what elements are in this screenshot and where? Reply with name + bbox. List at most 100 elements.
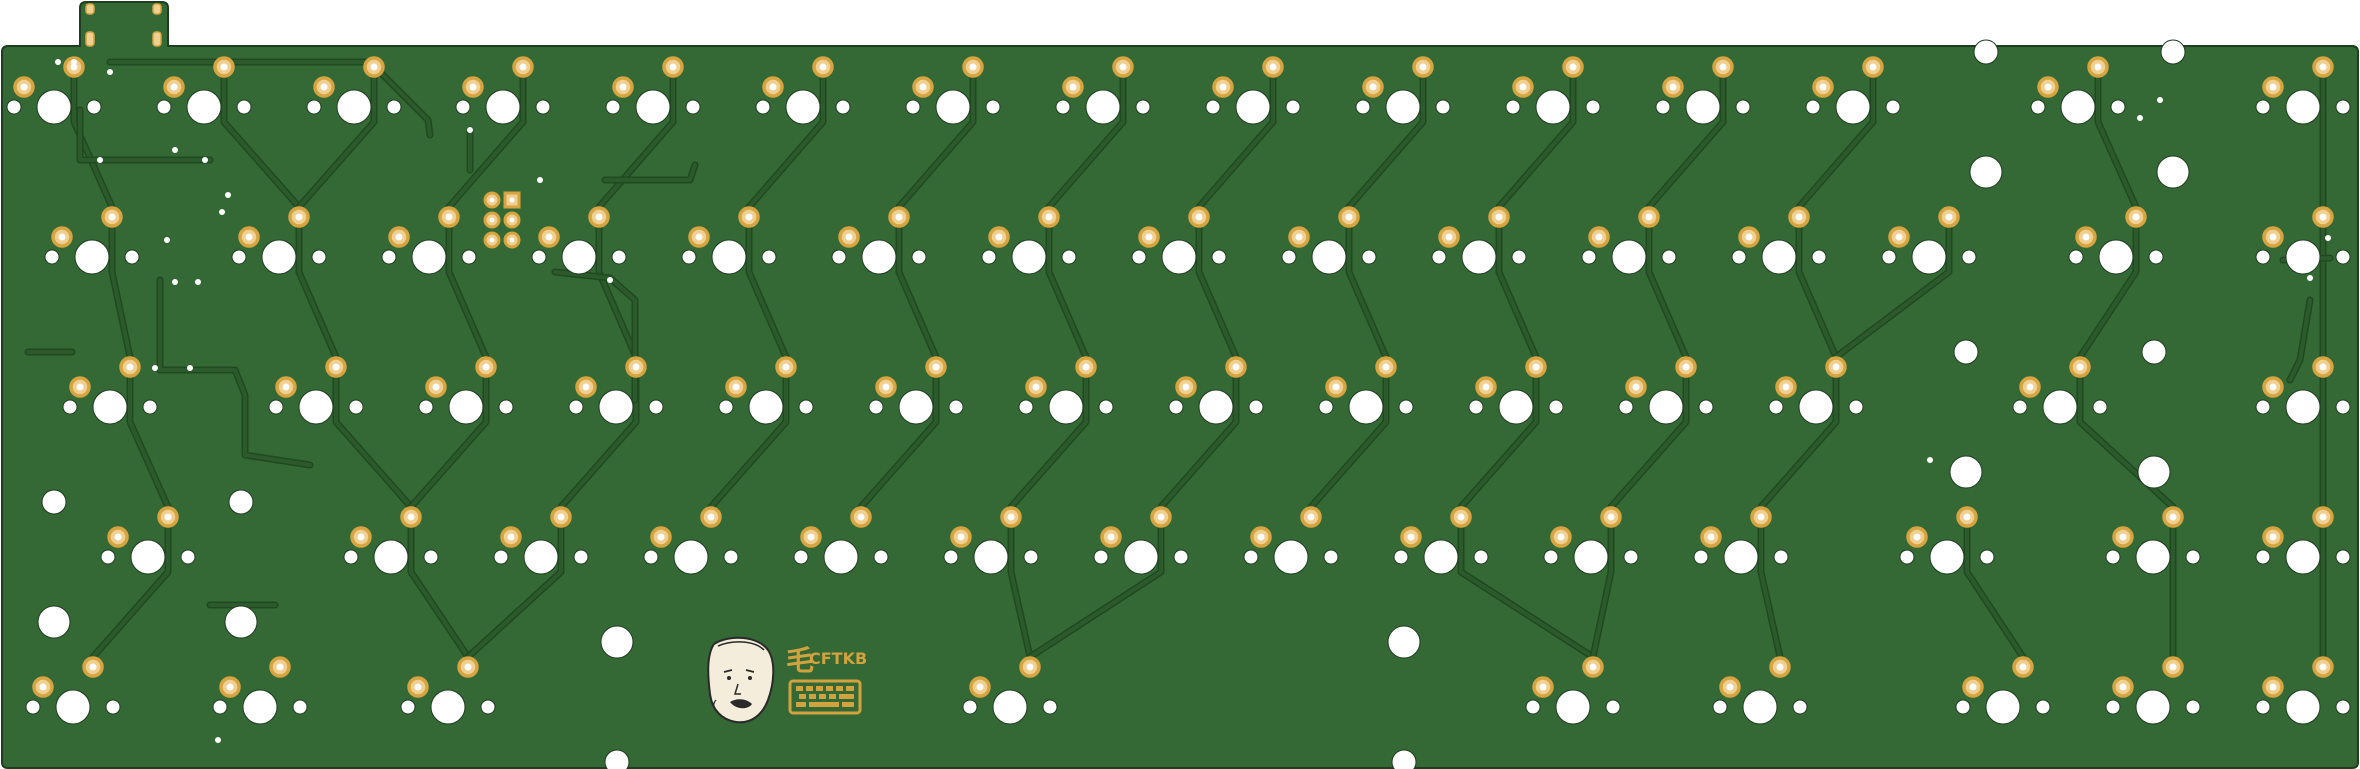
mounting-hole <box>1949 455 1983 489</box>
switch-footprint <box>1393 506 1489 575</box>
pad-hole <box>1045 213 1053 221</box>
pad-hole <box>1407 533 1415 541</box>
via-hole <box>2325 235 2331 241</box>
switch-footprint <box>2255 656 2351 725</box>
switch-footprint <box>568 356 664 425</box>
switch-peg-hole <box>1811 249 1827 265</box>
switch-peg-hole <box>86 99 102 115</box>
pad-hole <box>2094 63 2102 71</box>
via-hole <box>202 157 208 163</box>
switch-footprint <box>1525 656 1621 725</box>
switch-footprint <box>62 356 158 425</box>
via-hole <box>215 737 221 743</box>
switch-peg-hole <box>1285 99 1301 115</box>
pad-hole <box>126 363 134 371</box>
switch-footprint <box>418 356 514 425</box>
switch-footprint <box>1055 56 1151 125</box>
switch-footprint <box>1318 356 1414 425</box>
mounting-hole <box>1973 39 1999 65</box>
pad-hole <box>414 683 422 691</box>
switch-footprint <box>1281 206 1377 275</box>
pad-hole <box>507 533 515 541</box>
switch-peg-hole <box>1173 549 1189 565</box>
pad-hole <box>969 63 977 71</box>
pad-hole <box>489 237 495 243</box>
switch-peg-hole <box>1355 99 1371 115</box>
via-hole <box>164 237 170 243</box>
switch-center-hole <box>261 239 297 275</box>
switch-peg-hole <box>962 699 978 715</box>
switch-footprint <box>1543 506 1639 575</box>
via-hole <box>537 177 543 183</box>
switch-peg-hole <box>1243 549 1259 565</box>
pad-hole <box>1007 513 1015 521</box>
mounting-hole <box>1969 155 2003 189</box>
pad-hole <box>1745 233 1753 241</box>
pad-hole <box>1539 683 1547 691</box>
mounting-hole <box>600 625 634 659</box>
switch-peg-hole <box>531 249 547 265</box>
switch-center-hole <box>1911 239 1947 275</box>
switch-peg-hole <box>723 549 739 565</box>
switch-center-hole <box>1085 89 1121 125</box>
pad-hole <box>1369 83 1377 91</box>
switch-peg-hole <box>311 249 327 265</box>
pad-hole <box>2319 63 2327 71</box>
switch-peg-hole <box>1248 399 1264 415</box>
pad-hole <box>957 533 965 541</box>
pad-hole <box>557 513 565 521</box>
switch-peg-hole <box>6 99 22 115</box>
mounting-hole <box>37 605 71 639</box>
switch-peg-hole <box>1731 249 1747 265</box>
switch-peg-hole <box>1098 399 1114 415</box>
switch-peg-hole <box>1361 249 1377 265</box>
switch-footprint <box>6 56 102 125</box>
switch-peg-hole <box>685 99 701 115</box>
mounting-hole <box>1391 749 1417 769</box>
switch-footprint <box>2105 656 2201 725</box>
switch-center-hole <box>1461 239 1497 275</box>
switch-peg-hole <box>681 249 697 265</box>
switch-peg-hole <box>2105 549 2121 565</box>
pad-hole <box>1269 63 1277 71</box>
switch-footprint <box>2068 206 2164 275</box>
switch-peg-hole <box>1525 699 1541 715</box>
pad-hole <box>1032 383 1040 391</box>
via-hole <box>172 147 178 153</box>
switch-peg-hole <box>105 699 121 715</box>
switch-peg-hole <box>1398 399 1414 415</box>
switch-footprint <box>100 506 196 575</box>
pad-hole <box>58 233 66 241</box>
switch-peg-hole <box>423 549 439 565</box>
copper-trace <box>2288 298 2312 382</box>
pad-hole <box>995 233 1003 241</box>
switch-footprint <box>306 56 402 125</box>
switch-center-hole <box>2285 689 2321 725</box>
pad-hole <box>1557 533 1565 541</box>
switch-peg-hole <box>2035 699 2051 715</box>
switch-peg-hole <box>44 249 60 265</box>
pad-hole <box>519 63 527 71</box>
switch-center-hole <box>74 239 110 275</box>
switch-peg-hole <box>493 549 509 565</box>
switch-peg-hole <box>718 399 734 415</box>
pad-hole <box>619 83 627 91</box>
switch-peg-hole <box>2335 549 2351 565</box>
switch-footprint <box>1768 356 1864 425</box>
mounting-hole <box>2141 339 2167 365</box>
pad-hole <box>845 233 853 241</box>
switch-peg-hole <box>2255 99 2271 115</box>
pad-hole <box>170 83 178 91</box>
switch-center-hole <box>298 389 334 425</box>
pad-hole <box>732 383 740 391</box>
pad-hole <box>807 533 815 541</box>
switch-footprint <box>755 56 851 125</box>
switch-peg-hole <box>25 699 41 715</box>
pad-hole <box>1707 533 1715 541</box>
switch-center-hole <box>1048 389 1084 425</box>
switch-peg-hole <box>605 99 621 115</box>
switch-footprint <box>1955 656 2051 725</box>
switch-peg-hole <box>1655 99 1671 115</box>
switch-peg-hole <box>231 249 247 265</box>
switch-peg-hole <box>2335 99 2351 115</box>
